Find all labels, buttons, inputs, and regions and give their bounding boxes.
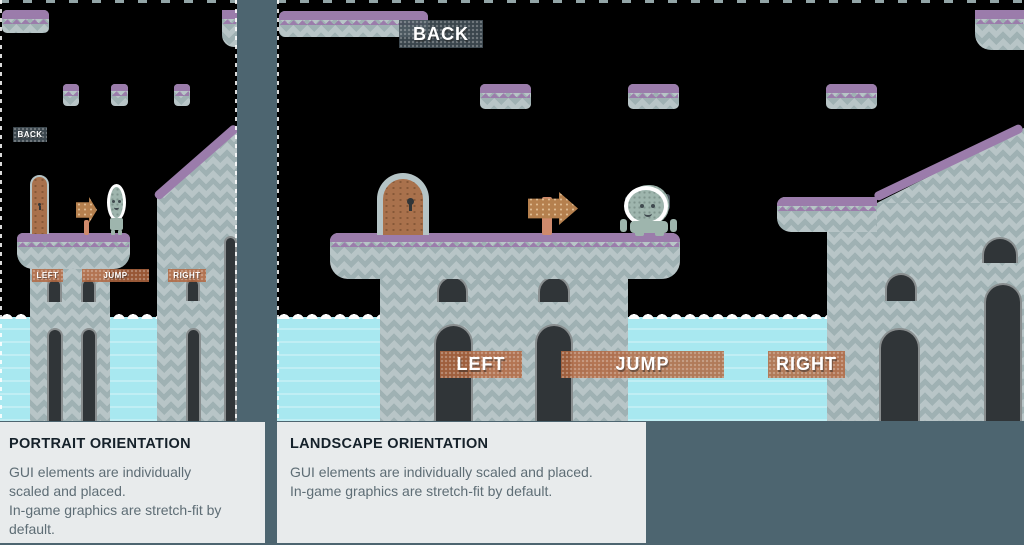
character-leg (635, 231, 644, 236)
character-helmet-head (107, 184, 126, 221)
main-ledge-platform (330, 233, 680, 279)
platform-grass-top (480, 84, 531, 98)
platform-edge (975, 10, 1024, 50)
castle-ledge (777, 197, 877, 232)
layout-boundary-dashed-line (0, 0, 2, 421)
door (383, 179, 423, 235)
cutoff-platform-ticks (277, 0, 1024, 3)
platform-grass-top (826, 84, 877, 98)
character-arm (620, 219, 627, 232)
arrow-sign-icon (76, 197, 97, 223)
tower (380, 270, 628, 421)
layout-boundary-dashed-line (277, 0, 279, 421)
main-ledge-platform (17, 233, 130, 269)
tower-door-arch (47, 328, 63, 421)
door-keyhole-stem (409, 204, 412, 211)
platform-small (826, 84, 877, 109)
castle-door-arch (186, 328, 201, 421)
player-character (107, 184, 127, 235)
platform-grass-top (63, 84, 79, 96)
left-button[interactable]: LEFT (440, 351, 522, 378)
platform-small (63, 84, 79, 106)
portrait-caption-title: PORTRAIT ORIENTATION (9, 436, 191, 452)
portrait-caption-card: PORTRAIT ORIENTATION GUI elements are in… (0, 422, 265, 543)
water-wave-crest (0, 311, 237, 319)
back-button[interactable]: BACK (399, 20, 483, 48)
water-wave-crest (277, 311, 1024, 319)
door-keyhole-icon (38, 203, 41, 206)
jump-button[interactable]: JUMP (82, 269, 149, 282)
character-helmet-ring (624, 186, 668, 226)
platform-grass-top (330, 233, 680, 247)
portrait-game-panel: BACK LEFT JUMP RIGHT (0, 0, 237, 421)
character-arm (670, 219, 677, 232)
platform-grass-top (111, 84, 128, 96)
landscape-caption-body: GUI elements are individually scaled and… (290, 464, 593, 499)
castle-door-arch (984, 283, 1022, 421)
jump-button[interactable]: JUMP (561, 351, 724, 378)
character-mouth (644, 210, 652, 217)
platform-small (111, 84, 128, 106)
tower (30, 266, 110, 421)
character-body (630, 221, 668, 233)
character-body (110, 218, 123, 230)
landscape-caption-card: LANDSCAPE ORIENTATION GUI elements are i… (277, 422, 646, 543)
character-leg (118, 230, 122, 235)
character-eye (118, 200, 121, 203)
left-button[interactable]: LEFT (32, 269, 63, 282)
arrow-sign-icon (528, 192, 578, 225)
player-character (620, 183, 677, 236)
castle-door-arch (879, 328, 920, 421)
platform-grass-top (777, 197, 877, 211)
layout-boundary-dashed-line (235, 0, 237, 421)
back-button[interactable]: BACK (13, 127, 47, 142)
character-eye (651, 204, 655, 208)
platform-grass-top (279, 11, 428, 25)
platform-grass-top (975, 10, 1024, 24)
cutoff-platform-ticks (0, 0, 237, 3)
platform-small (628, 84, 679, 109)
platform-grass-top (174, 84, 190, 96)
tower-door-arch (81, 328, 97, 421)
character-leg (655, 231, 664, 236)
platform-small (174, 84, 190, 106)
portrait-caption-body: GUI elements are individually scaled and… (9, 464, 222, 537)
platform (2, 10, 49, 33)
platform-small (480, 84, 531, 109)
platform-grass-top (2, 10, 49, 24)
platform-grass-top (628, 84, 679, 98)
sign-post (84, 220, 89, 235)
character-eye (112, 200, 115, 203)
castle-window (885, 273, 917, 301)
right-button[interactable]: RIGHT (168, 269, 206, 282)
platform-grass-top (17, 233, 130, 247)
platform-grass-top (222, 10, 237, 24)
door-keyhole-icon (407, 198, 414, 205)
character-eye (640, 204, 644, 208)
character-leg (111, 230, 115, 235)
landscape-game-panel: BACK LEFT JUMP RIGHT (277, 0, 1024, 421)
castle-window (982, 237, 1018, 263)
tower-window (538, 276, 570, 302)
tower-window (437, 276, 468, 302)
right-button[interactable]: RIGHT (768, 351, 845, 378)
platform-edge (222, 10, 237, 47)
landscape-caption-title: LANDSCAPE ORIENTATION (290, 436, 489, 452)
door-keyhole-stem (39, 206, 41, 210)
character-mouth (114, 205, 119, 210)
